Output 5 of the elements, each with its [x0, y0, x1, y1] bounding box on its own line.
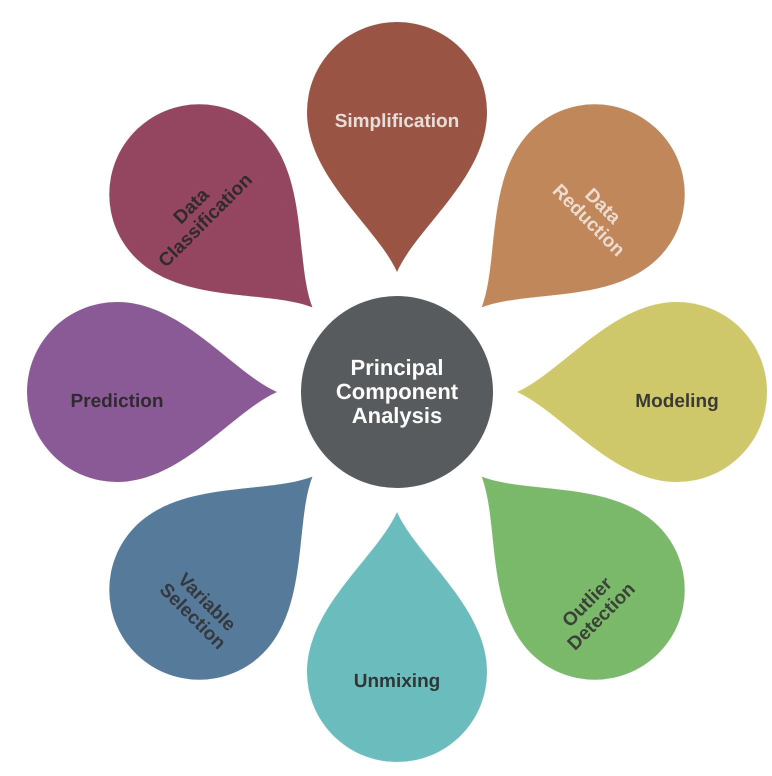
center-label: Principal Component Analysis	[334, 356, 460, 428]
petal-label: Simplification	[334, 112, 460, 132]
petal-label: Unmixing	[352, 672, 442, 692]
petal-label: Modeling	[634, 392, 720, 412]
petal-label: Prediction	[70, 392, 164, 412]
